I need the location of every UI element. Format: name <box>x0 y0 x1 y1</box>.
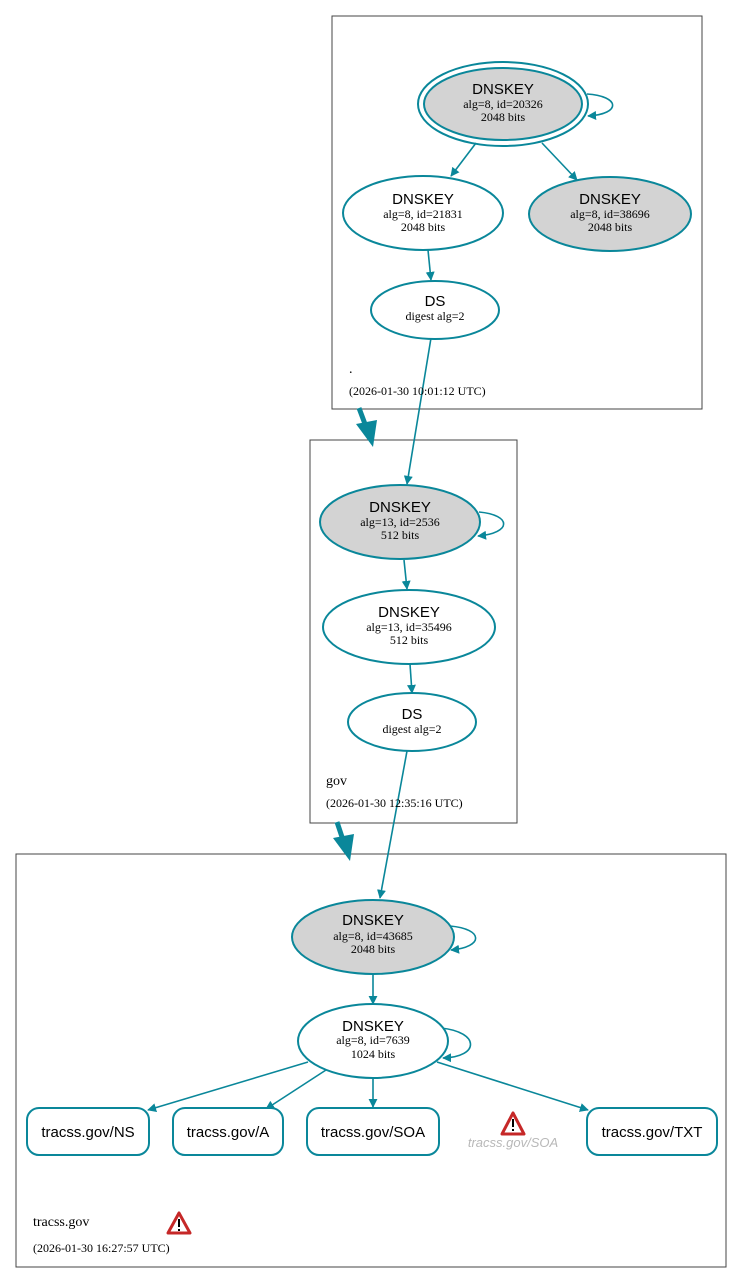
rrset-ns-label: tracss.gov/NS <box>41 1124 134 1141</box>
root-zsk-alg: alg=8, id=21831 <box>383 207 463 221</box>
edge-self-gov-ksk <box>477 511 505 540</box>
delegation-arrow-gov-tracss <box>333 821 354 861</box>
zone-box-root <box>331 15 703 410</box>
edge-tracss-zsk-ns <box>147 1061 309 1112</box>
zone-label-tracss: tracss.gov <box>33 1215 89 1230</box>
gov-ksk-bits: 512 bits <box>381 528 420 542</box>
edge-root-ds-gov-ksk <box>403 337 432 485</box>
rrset-soa-label: tracss.gov/SOA <box>321 1124 425 1141</box>
warning-icon <box>500 1111 526 1136</box>
edge-self-root-ksk <box>586 93 614 121</box>
zone-timestamp-gov: (2026-01-30 12:35:16 UTC) <box>326 796 463 810</box>
tracss-zsk-node: DNSKEY alg=8, id=7639 1024 bits <box>297 1003 449 1079</box>
edge-root-ksk-key3 <box>541 142 578 181</box>
edge-root-zsk-ds <box>425 249 435 281</box>
tracss-ksk-node: DNSKEY alg=8, id=43685 2048 bits <box>291 899 455 975</box>
tracss-zsk-alg: alg=8, id=7639 <box>336 1033 410 1047</box>
edge-gov-ksk-zsk <box>401 559 411 590</box>
gov-ksk-title: DNSKEY <box>369 499 431 516</box>
zone-label-gov: gov <box>326 774 347 789</box>
rrset-soa-ghost-label: tracss.gov/SOA <box>468 1135 558 1150</box>
rrset-txt-label: tracss.gov/TXT <box>602 1124 703 1141</box>
edge-gov-ds-tracss-ksk <box>377 750 408 899</box>
tracss-ksk-title: DNSKEY <box>342 912 404 929</box>
gov-zsk-alg: alg=13, id=35496 <box>366 620 452 634</box>
zone-timestamp-root: (2026-01-30 10:01:12 UTC) <box>349 384 486 398</box>
gov-ds-node: DS digest alg=2 <box>347 692 477 752</box>
root-ksk-bits: 2048 bits <box>481 110 526 124</box>
root-key3-bits: 2048 bits <box>588 220 633 234</box>
root-zsk-node: DNSKEY alg=8, id=21831 2048 bits <box>342 175 504 251</box>
tracss-zsk-title: DNSKEY <box>342 1018 404 1035</box>
zone-box-tracss <box>15 853 727 1268</box>
rrset-a-label: tracss.gov/A <box>187 1124 270 1141</box>
gov-ksk-node: DNSKEY alg=13, id=2536 512 bits <box>319 484 481 560</box>
rrset-soa-node: tracss.gov/SOA <box>306 1107 440 1156</box>
root-ds-node: DS digest alg=2 <box>370 280 500 340</box>
tracss-zsk-bits: 1024 bits <box>351 1047 396 1061</box>
rrset-txt-node: tracss.gov/TXT <box>586 1107 718 1156</box>
rrset-ns-node: tracss.gov/NS <box>26 1107 150 1156</box>
delegation-arrow-root-gov <box>356 407 377 447</box>
root-key3-alg: alg=8, id=38696 <box>570 207 650 221</box>
root-ksk-alg: alg=8, id=20326 <box>463 97 543 111</box>
edge-self-tracss-zsk <box>440 1027 472 1063</box>
edge-tracss-zsk-a <box>265 1069 327 1110</box>
edge-root-ksk-zsk <box>450 142 477 177</box>
tracss-ksk-bits: 2048 bits <box>351 942 396 956</box>
root-ds-title: DS <box>425 293 446 310</box>
root-ds-digest: digest alg=2 <box>405 309 464 323</box>
root-key3-title: DNSKEY <box>579 191 641 208</box>
root-ksk-node: DNSKEY alg=8, id=20326 2048 bits <box>417 61 589 147</box>
gov-zsk-bits: 512 bits <box>390 633 429 647</box>
tracss-ksk-alg: alg=8, id=43685 <box>333 929 413 943</box>
root-zsk-title: DNSKEY <box>392 191 454 208</box>
edge-tracss-zsk-txt <box>436 1061 589 1112</box>
edge-self-tracss-ksk <box>449 925 477 954</box>
warning-icon <box>166 1211 192 1235</box>
gov-zsk-title: DNSKEY <box>378 604 440 621</box>
zone-label-root: . <box>349 362 353 377</box>
root-zsk-bits: 2048 bits <box>401 220 446 234</box>
zone-timestamp-tracss: (2026-01-30 16:27:57 UTC) <box>33 1241 170 1255</box>
root-ksk-title: DNSKEY <box>472 81 534 98</box>
gov-ds-title: DS <box>402 706 423 723</box>
edge-gov-zsk-ds <box>406 663 416 694</box>
gov-zsk-node: DNSKEY alg=13, id=35496 512 bits <box>322 589 496 665</box>
rrset-a-node: tracss.gov/A <box>172 1107 284 1156</box>
gov-ksk-alg: alg=13, id=2536 <box>360 515 440 529</box>
rrset-soa-ghost: tracss.gov/SOA <box>468 1111 558 1150</box>
root-key3-node: DNSKEY alg=8, id=38696 2048 bits <box>528 176 692 252</box>
gov-ds-digest: digest alg=2 <box>382 722 441 736</box>
